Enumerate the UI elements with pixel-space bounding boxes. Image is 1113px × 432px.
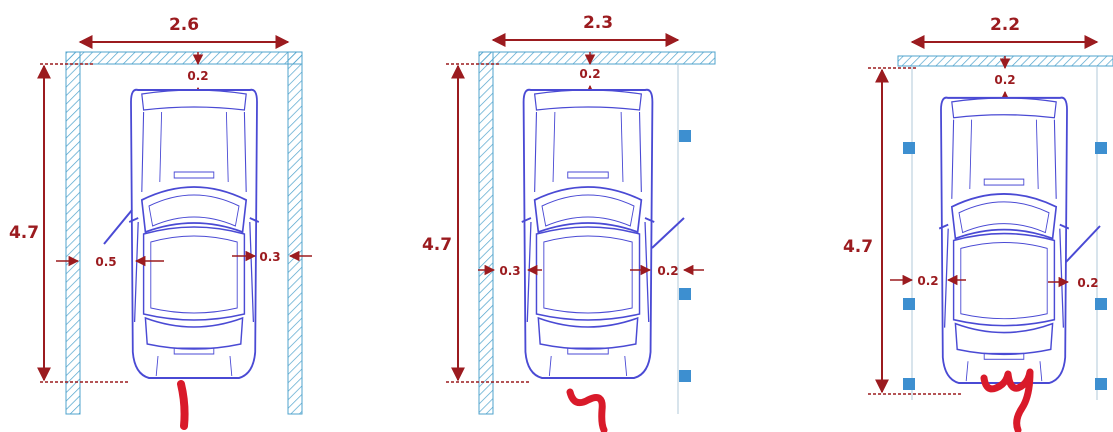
front-clearance-label: 0.2: [994, 73, 1015, 87]
pillar-icon: [679, 370, 691, 382]
left-clearance-label: 0.5: [95, 255, 116, 269]
pillar-icon: [679, 130, 691, 142]
pillar-icon: [903, 142, 915, 154]
pillar-icon: [679, 288, 691, 300]
width-label: 2.2: [990, 15, 1020, 35]
front-clearance-label: 0.2: [579, 67, 600, 81]
parking-layout-2: 2.3 4.7 0.2 0.3 0.2: [422, 13, 716, 432]
left-wall: [65, 51, 81, 415]
left-wall: [478, 51, 494, 415]
right-clearance-label: 0.3: [259, 250, 280, 264]
length-label: 4.7: [843, 237, 873, 257]
handwritten-number-2: [566, 388, 608, 432]
parking-layout-1: 2.6 4.7 0.2 0.5 0.3: [9, 15, 312, 430]
left-clearance-label: 0.2: [917, 274, 938, 288]
right-clearance-label: 0.2: [657, 264, 678, 278]
parking-layout-3: 2.2 4.7 0.2 0.2 0.2: [843, 15, 1113, 432]
length-label: 4.7: [422, 235, 452, 255]
car-top-view-icon: [938, 96, 1070, 385]
right-wall: [287, 51, 303, 415]
right-clearance-label: 0.2: [1077, 276, 1098, 290]
pillar-icon: [1095, 378, 1107, 390]
pillar-icon: [903, 378, 915, 390]
open-door-right: [651, 217, 685, 249]
left-clearance-label: 0.3: [499, 264, 520, 278]
top-wall: [478, 51, 716, 65]
width-label: 2.6: [169, 15, 199, 35]
car-top-view-icon: [128, 88, 260, 379]
handwritten-number-3: [980, 368, 1034, 432]
open-door-right: [1065, 225, 1101, 263]
pillar-icon: [1095, 298, 1107, 310]
car-top-view-icon: [520, 88, 656, 379]
length-label: 4.7: [9, 223, 39, 243]
handwritten-number-1: [177, 380, 189, 430]
pillar-icon: [1095, 142, 1107, 154]
front-clearance-label: 0.2: [187, 69, 208, 83]
pillar-icon: [903, 298, 915, 310]
open-door-left: [103, 209, 133, 245]
width-label: 2.3: [583, 13, 613, 33]
top-wall: [65, 51, 303, 65]
